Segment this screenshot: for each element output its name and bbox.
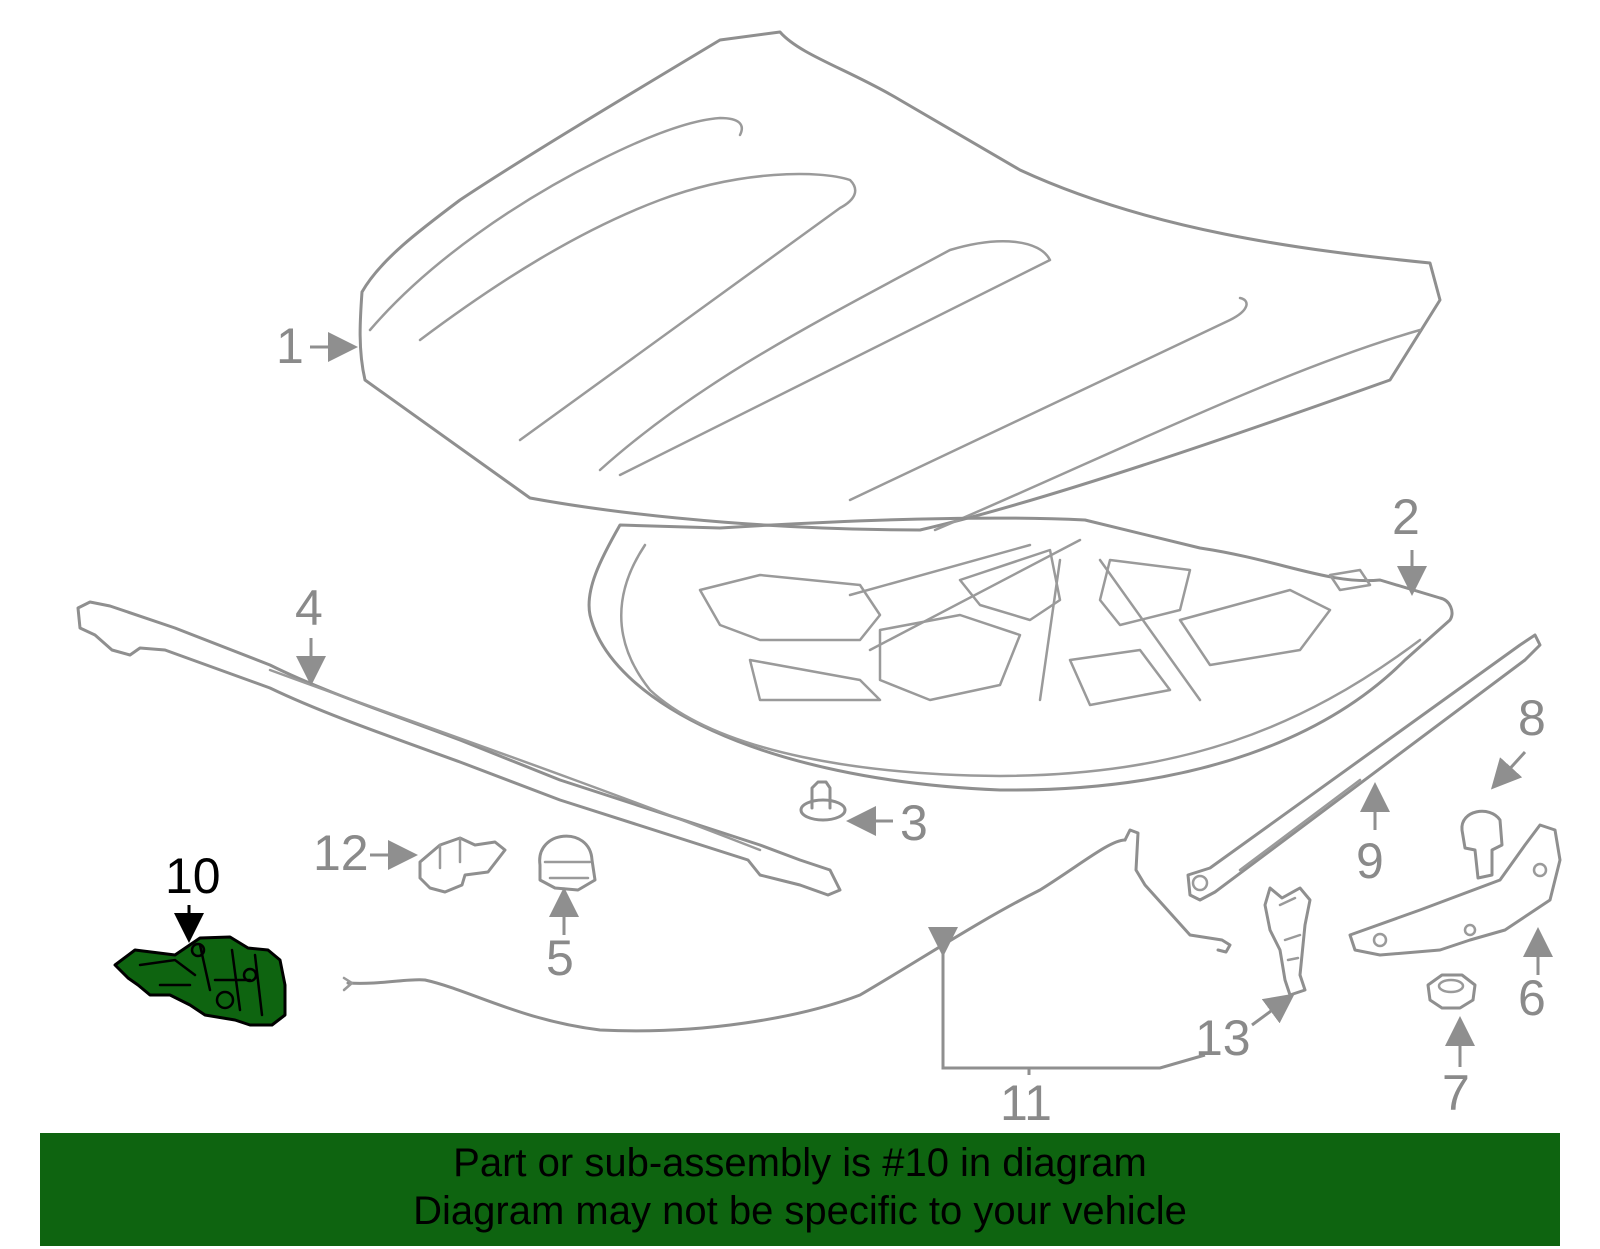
banner-line-1: Part or sub-assembly is #10 in diagram: [453, 1141, 1147, 1185]
hood-lift-strut[interactable]: [1186, 633, 1542, 902]
callout-1: 1: [276, 318, 358, 374]
info-banner: Part or sub-assembly is #10 in diagram D…: [40, 1133, 1560, 1246]
callout-11: 11: [928, 927, 1206, 1131]
latch-bracket[interactable]: [1263, 886, 1312, 997]
svg-text:6: 6: [1518, 970, 1546, 1026]
hood-support-rod[interactable]: [76, 600, 842, 897]
hood-bumper[interactable]: [538, 834, 597, 892]
svg-text:3: 3: [900, 795, 928, 851]
nut[interactable]: [1426, 973, 1477, 1010]
callout-10: 10: [165, 848, 221, 943]
hood-hinge[interactable]: [1348, 823, 1562, 957]
svg-text:9: 9: [1356, 833, 1384, 889]
svg-text:5: 5: [546, 930, 574, 986]
svg-text:7: 7: [1442, 1065, 1470, 1121]
callout-3: 3: [846, 795, 928, 851]
svg-text:11: 11: [1000, 1075, 1052, 1131]
hood-panel[interactable]: [358, 30, 1442, 532]
hood-clip[interactable]: [418, 836, 507, 894]
callout-13: 13: [1195, 993, 1295, 1066]
callout-6: 6: [1518, 927, 1553, 1026]
callout-4: 4: [295, 580, 326, 686]
callout-12: 12: [313, 825, 418, 881]
bolt[interactable]: [1460, 809, 1504, 880]
callout-2: 2: [1392, 489, 1427, 596]
hood-inner-panel[interactable]: [587, 516, 1454, 792]
svg-text:1: 1: [276, 318, 304, 374]
svg-text:10: 10: [165, 848, 221, 904]
svg-text:4: 4: [295, 580, 323, 636]
hood-latch-highlighted[interactable]: [113, 935, 287, 1027]
hood-bumper-clip[interactable]: [799, 780, 847, 822]
callout-8: 8: [1490, 690, 1546, 790]
hood-release-cable[interactable]: [342, 828, 1232, 1033]
svg-text:13: 13: [1195, 1010, 1251, 1066]
callout-9: 9: [1356, 782, 1390, 889]
svg-text:2: 2: [1392, 489, 1420, 545]
svg-text:8: 8: [1518, 690, 1546, 746]
svg-text:12: 12: [313, 825, 369, 881]
callout-5: 5: [546, 887, 579, 986]
banner-line-2: Diagram may not be specific to your vehi…: [413, 1189, 1187, 1233]
callout-7: 7: [1442, 1016, 1475, 1121]
